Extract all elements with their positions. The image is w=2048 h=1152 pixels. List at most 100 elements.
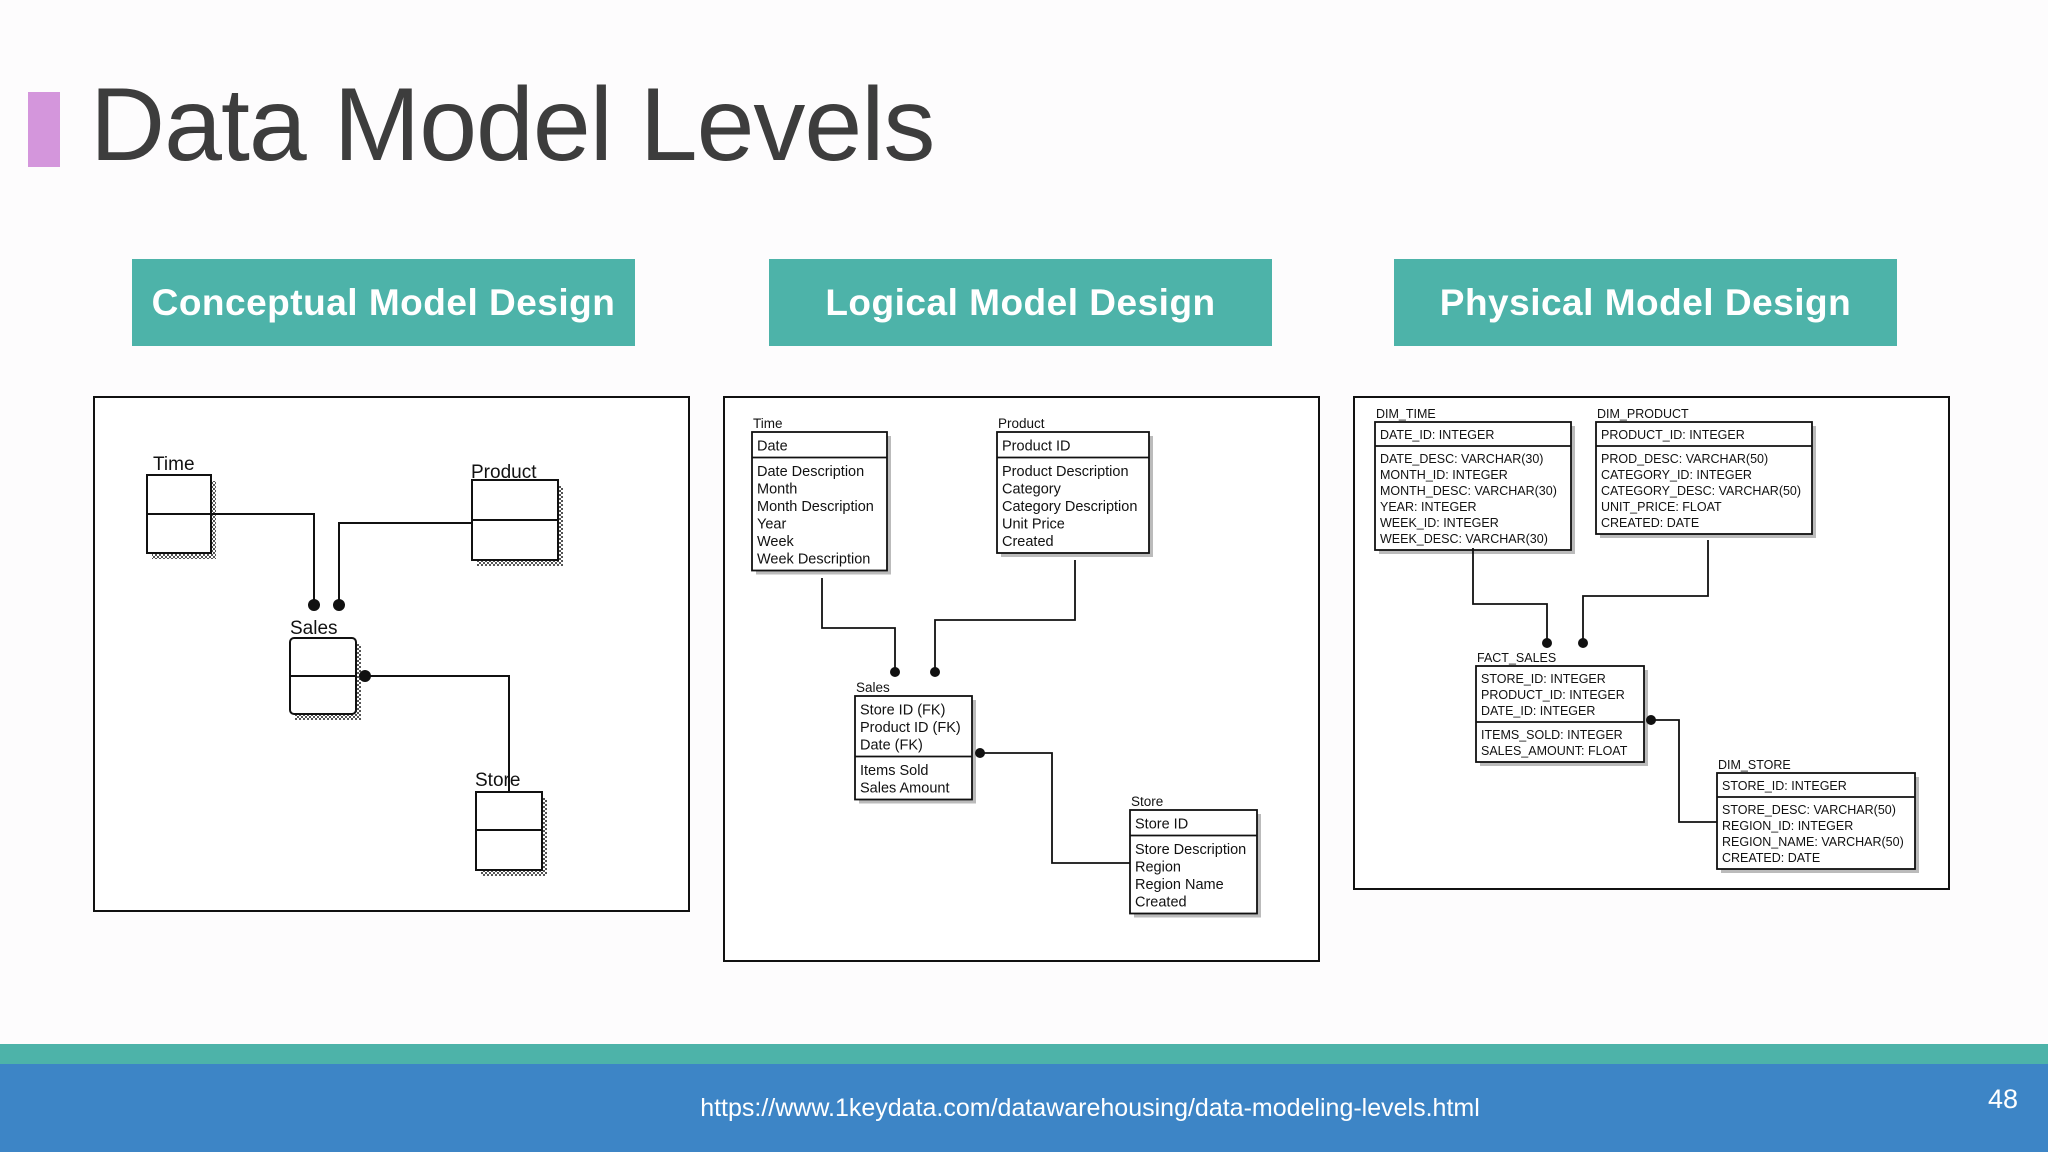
conceptual-entity-sales-label: Sales — [290, 618, 338, 639]
logical-entity-sales-attr-field: Items Sold — [860, 763, 929, 779]
logical-entity-sales-key-field: Product ID (FK) — [860, 720, 961, 736]
logical-entity-sales-name: Sales — [856, 680, 890, 695]
physical-entity-store-attr-field: STORE_DESC: VARCHAR(50) — [1722, 803, 1896, 817]
conceptual-product-sales-line — [338, 522, 472, 604]
logical-model-header: Logical Model Design — [769, 259, 1272, 346]
physical-product-sales-dot — [1578, 638, 1588, 648]
physical-entity-time-key-field: DATE_ID: INTEGER — [1380, 428, 1494, 442]
conceptual-entity-time-label: Time — [153, 454, 195, 475]
physical-entity-store-key-field: STORE_ID: INTEGER — [1722, 779, 1847, 793]
physical-diagram: DIM_TIME DATE_ID: INTEGER DATE_DESC: VARCH… — [1374, 407, 1919, 873]
physical-entity-sales-name: FACT_SALES — [1477, 651, 1556, 665]
conceptual-sales-store-dot — [359, 670, 371, 682]
conceptual-entity-store-label: Store — [475, 770, 520, 791]
logical-entity-product-attr-field: Product Description — [1002, 464, 1129, 480]
logical-entity-store-attr-field: Region — [1135, 860, 1181, 876]
physical-entity-sales-key-field: STORE_ID: INTEGER — [1481, 672, 1606, 686]
conceptual-entity-product-label: Product — [471, 462, 537, 483]
logical-sales-store-dot — [975, 748, 985, 758]
conceptual-entity-product-box — [471, 479, 563, 566]
logical-time-sales-dot — [890, 667, 900, 677]
conceptual-diagram: Time Product Sales Store — [146, 454, 563, 876]
physical-entity-time-attr-field: DATE_DESC: VARCHAR(30) — [1380, 452, 1543, 466]
physical-entity-sales-attr-field: SALES_AMOUNT: FLOAT — [1481, 744, 1628, 758]
logical-entity-sales-key-field: Date (FK) — [860, 738, 923, 754]
logical-entity-store-key-field: Store ID — [1135, 817, 1188, 833]
physical-entity-store: DIM_STORE STORE_ID: INTEGER STORE_DESC: VA… — [1716, 758, 1919, 873]
physical-entity-store-attr-field: CREATED: DATE — [1722, 851, 1820, 865]
logical-product-sales-dot — [930, 667, 940, 677]
physical-time-sales-dot — [1542, 638, 1552, 648]
physical-entity-time-attr-field: WEEK_ID: INTEGER — [1380, 516, 1499, 530]
physical-entity-product-attr-field: CREATED: DATE — [1601, 516, 1699, 530]
conceptual-time-sales-dot — [308, 599, 320, 611]
logical-entity-store-attr-field: Created — [1135, 895, 1187, 911]
logical-product-sales-line — [934, 560, 1076, 670]
physical-entity-sales: FACT_SALES STORE_ID: INTEGER PRODUCT_ID: I… — [1475, 651, 1648, 766]
logical-entity-time-attr-field: Month Description — [757, 499, 874, 515]
source-url: https://www.1keydata.com/datawarehousing… — [700, 1094, 1480, 1122]
logical-entity-product-attr-field: Category Description — [1002, 499, 1137, 515]
conceptual-entity-store-box — [475, 791, 547, 876]
physical-entity-time-attr-field: YEAR: INTEGER — [1380, 500, 1477, 514]
logical-entity-product-attr-field: Category — [1002, 482, 1062, 498]
conceptual-time-sales-line — [211, 513, 315, 604]
logical-entity-store-attr-field: Store Description — [1135, 842, 1246, 858]
conceptual-diagram-panel: Time Product Sales Store — [93, 396, 690, 912]
logical-entity-product-name: Product — [998, 416, 1045, 431]
physical-entity-time: DIM_TIME DATE_ID: INTEGER DATE_DESC: VARCH… — [1374, 407, 1575, 554]
physical-time-sales-line — [1472, 548, 1548, 642]
logical-entity-time-attr-field: Year — [757, 517, 786, 533]
physical-entity-sales-key-field: DATE_ID: INTEGER — [1481, 704, 1595, 718]
logical-entity-time-attr-field: Date Description — [757, 464, 864, 480]
conceptual-entity-time-box — [146, 474, 216, 559]
physical-entity-product-attr-field: CATEGORY_ID: INTEGER — [1601, 468, 1752, 482]
logical-entity-time-name: Time — [753, 416, 783, 431]
physical-entity-sales-key-field: PRODUCT_ID: INTEGER — [1481, 688, 1625, 702]
physical-entity-time-attr-field: MONTH_DESC: VARCHAR(30) — [1380, 484, 1557, 498]
physical-sales-store-dot — [1646, 715, 1656, 725]
logical-entity-product-attr-field: Created — [1002, 534, 1054, 550]
physical-entity-product-attr-field: CATEGORY_DESC: VARCHAR(50) — [1601, 484, 1801, 498]
physical-entity-store-attr-field: REGION_ID: INTEGER — [1722, 819, 1853, 833]
logical-entity-product-key-field: Product ID — [1002, 439, 1071, 455]
physical-entity-product-name: DIM_PRODUCT — [1597, 407, 1689, 421]
logical-entity-store-name: Store — [1131, 794, 1163, 809]
physical-entity-store-name: DIM_STORE — [1718, 758, 1791, 772]
logical-entity-sales-key-field: Store ID (FK) — [860, 703, 945, 719]
logical-entity-time-key-field: Date — [757, 439, 788, 455]
logical-entity-time-attr-field: Month — [757, 482, 797, 498]
conceptual-product-sales-dot — [333, 599, 345, 611]
logical-entity-product-attr-field: Unit Price — [1002, 517, 1065, 533]
physical-sales-store-line — [1651, 719, 1717, 823]
physical-entity-store-attr-field: REGION_NAME: VARCHAR(50) — [1722, 835, 1904, 849]
logical-entity-time-attr-field: Week Description — [757, 552, 870, 568]
physical-entity-sales-attr-field: ITEMS_SOLD: INTEGER — [1481, 728, 1623, 742]
title-accent-bar — [28, 92, 60, 167]
conceptual-sales-store-line — [366, 675, 510, 792]
physical-entity-product: DIM_PRODUCT PRODUCT_ID: INTEGER PROD_DESC:… — [1595, 407, 1816, 538]
physical-entity-product-attr-field: UNIT_PRICE: FLOAT — [1601, 500, 1722, 514]
footer-stripe — [0, 1044, 2048, 1064]
slide-title: Data Model Levels — [90, 67, 935, 183]
physical-product-sales-line — [1582, 540, 1709, 642]
physical-entity-time-attr-field: WEEK_DESC: VARCHAR(30) — [1380, 532, 1548, 546]
logical-entity-time-attr-field: Week — [757, 534, 795, 550]
physical-diagram-panel: DIM_TIME DATE_ID: INTEGER DATE_DESC: VARCH… — [1353, 396, 1950, 890]
physical-entity-time-name: DIM_TIME — [1376, 407, 1436, 421]
page-number: 48 — [1987, 1084, 2018, 1114]
physical-entity-product-attr-field: PROD_DESC: VARCHAR(50) — [1601, 452, 1768, 466]
conceptual-model-header: Conceptual Model Design — [132, 259, 635, 346]
physical-entity-product-key-field: PRODUCT_ID: INTEGER — [1601, 428, 1745, 442]
logical-entity-store-attr-field: Region Name — [1135, 877, 1224, 893]
physical-entity-time-attr-field: MONTH_ID: INTEGER — [1380, 468, 1508, 482]
footer-bar — [0, 1064, 2048, 1152]
physical-model-header: Physical Model Design — [1394, 259, 1897, 346]
conceptual-entity-sales-box — [289, 637, 361, 720]
